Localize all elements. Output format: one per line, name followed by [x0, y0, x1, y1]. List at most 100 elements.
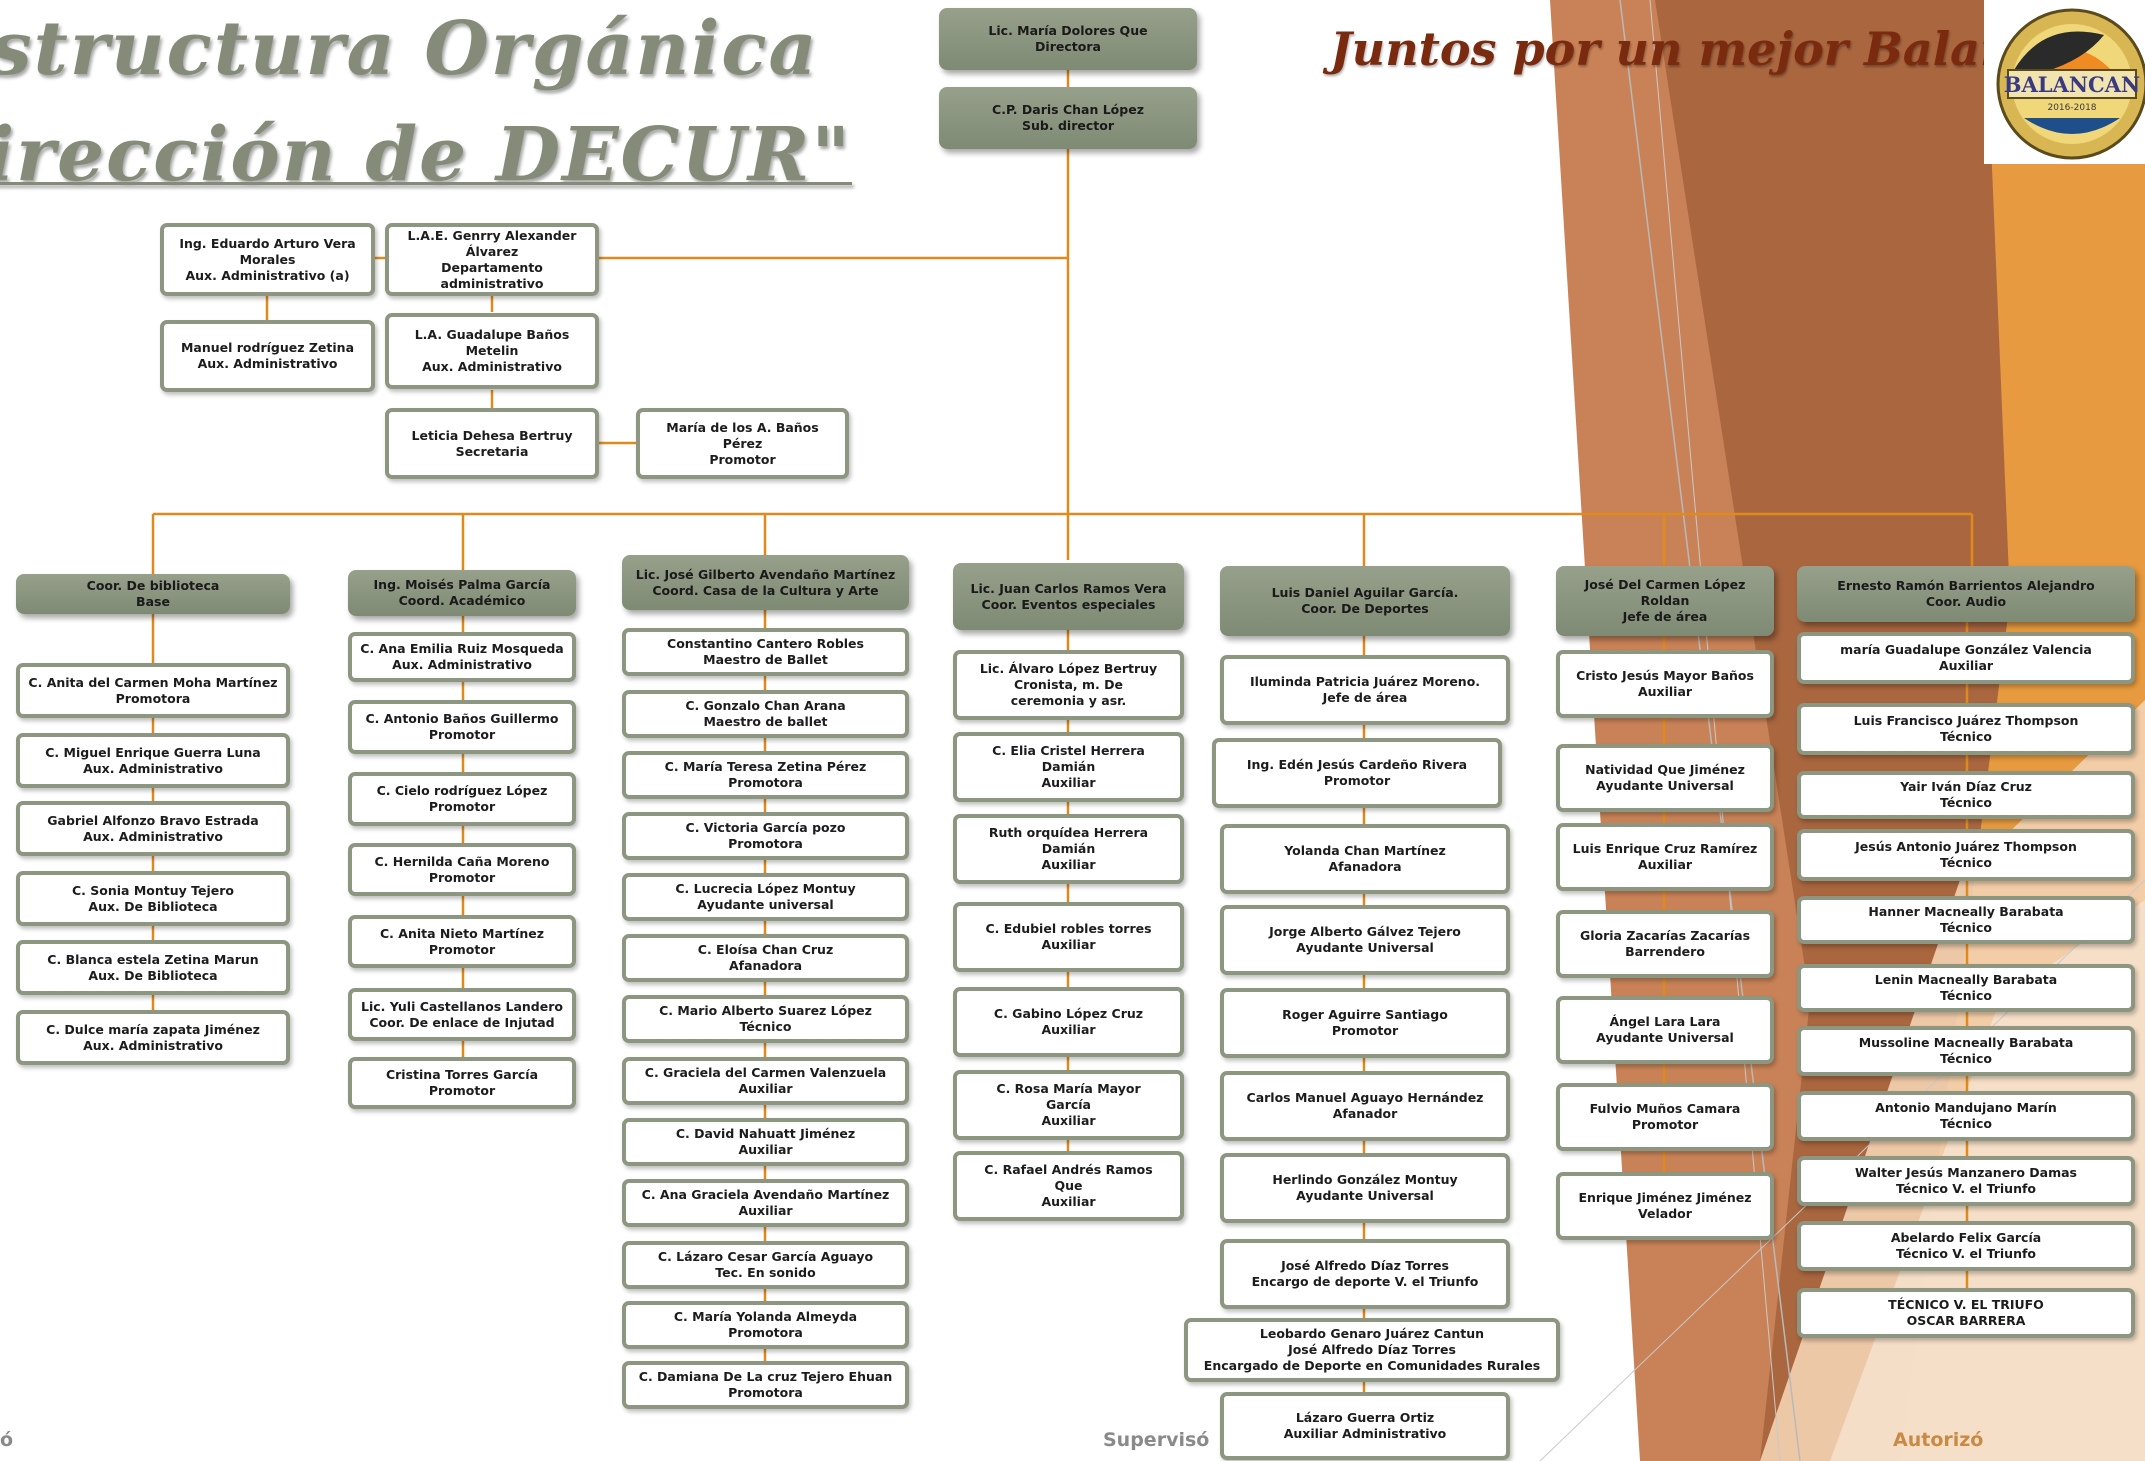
staff-name: C. Lázaro Cesar García Aguayo: [657, 1249, 874, 1264]
staff-role: Auxiliar: [738, 1081, 793, 1096]
staff-role: Auxiliar Administrativo: [1283, 1426, 1447, 1441]
admin-box-leticia[interactable]: Leticia Dehesa Bertruy Secretaria: [385, 408, 599, 479]
admin-box-genrry[interactable]: L.A.E. Genrry Alexander Álvarez Departam…: [385, 223, 599, 296]
admin-eduardo-line: Ing. Eduardo Arturo Vera: [179, 235, 356, 251]
department-head-line: Coord. Académico: [398, 593, 526, 608]
staff-role: Aux. Administrativo: [83, 760, 223, 776]
logo-years: 2016-2018: [2047, 103, 2096, 113]
director-box[interactable]: Lic. María Dolores Que Directora: [939, 8, 1197, 70]
staff-box-deportes[interactable]: Iluminda Patricia Juárez Moreno.Jefe de …: [1220, 655, 1510, 725]
subdirector-box[interactable]: C.P. Daris Chan López Sub. director: [939, 87, 1197, 149]
department-head-deportes[interactable]: Luis Daniel Aguilar García.Coor. De Depo…: [1220, 566, 1510, 636]
staff-role: Auxiliar: [1637, 684, 1693, 699]
admin-guadalupe-line: Metelin: [465, 343, 519, 358]
department-head-line: Coor. De Deportes: [1301, 601, 1429, 616]
staff-name: maría Guadalupe González Valencia: [1840, 642, 2092, 657]
department-head-line: Luis Daniel Aguilar García.: [1271, 585, 1459, 600]
staff-role: Promotor: [1331, 1023, 1399, 1038]
balancan-logo: BALANCAN 2016-2018: [1984, 0, 2145, 164]
staff-name: C. Dulce maría zapata Jiménez: [46, 1021, 260, 1037]
staff-role: Técnico: [1940, 855, 1992, 870]
admin-box-eduardo[interactable]: Ing. Eduardo Arturo Vera Morales Aux. Ad…: [160, 223, 375, 296]
admin-box-maria[interactable]: María de los A. Baños Pérez Promotor: [636, 408, 849, 479]
staff-name: C. Cielo rodríguez López: [376, 783, 548, 798]
staff-name: Carlos Manuel Aguayo Hernández: [1246, 1090, 1484, 1105]
admin-box-manuel[interactable]: Manuel rodríguez Zetina Aux. Administrat…: [160, 320, 375, 392]
staff-role: Ayudante Universal: [1596, 1030, 1734, 1045]
staff-role: Tec. En sonido: [715, 1265, 816, 1280]
staff-name: Enrique Jiménez Jiménez: [1578, 1190, 1752, 1205]
footer-authorized-label: Autorizó: [1893, 1429, 1984, 1451]
staff-name: Yair Iván Díaz Cruz: [1900, 779, 2032, 794]
admin-box-guadalupe[interactable]: L.A. Guadalupe Baños Metelin Aux. Admini…: [385, 313, 599, 389]
staff-role: OSCAR BARRERA: [1906, 1313, 2026, 1328]
